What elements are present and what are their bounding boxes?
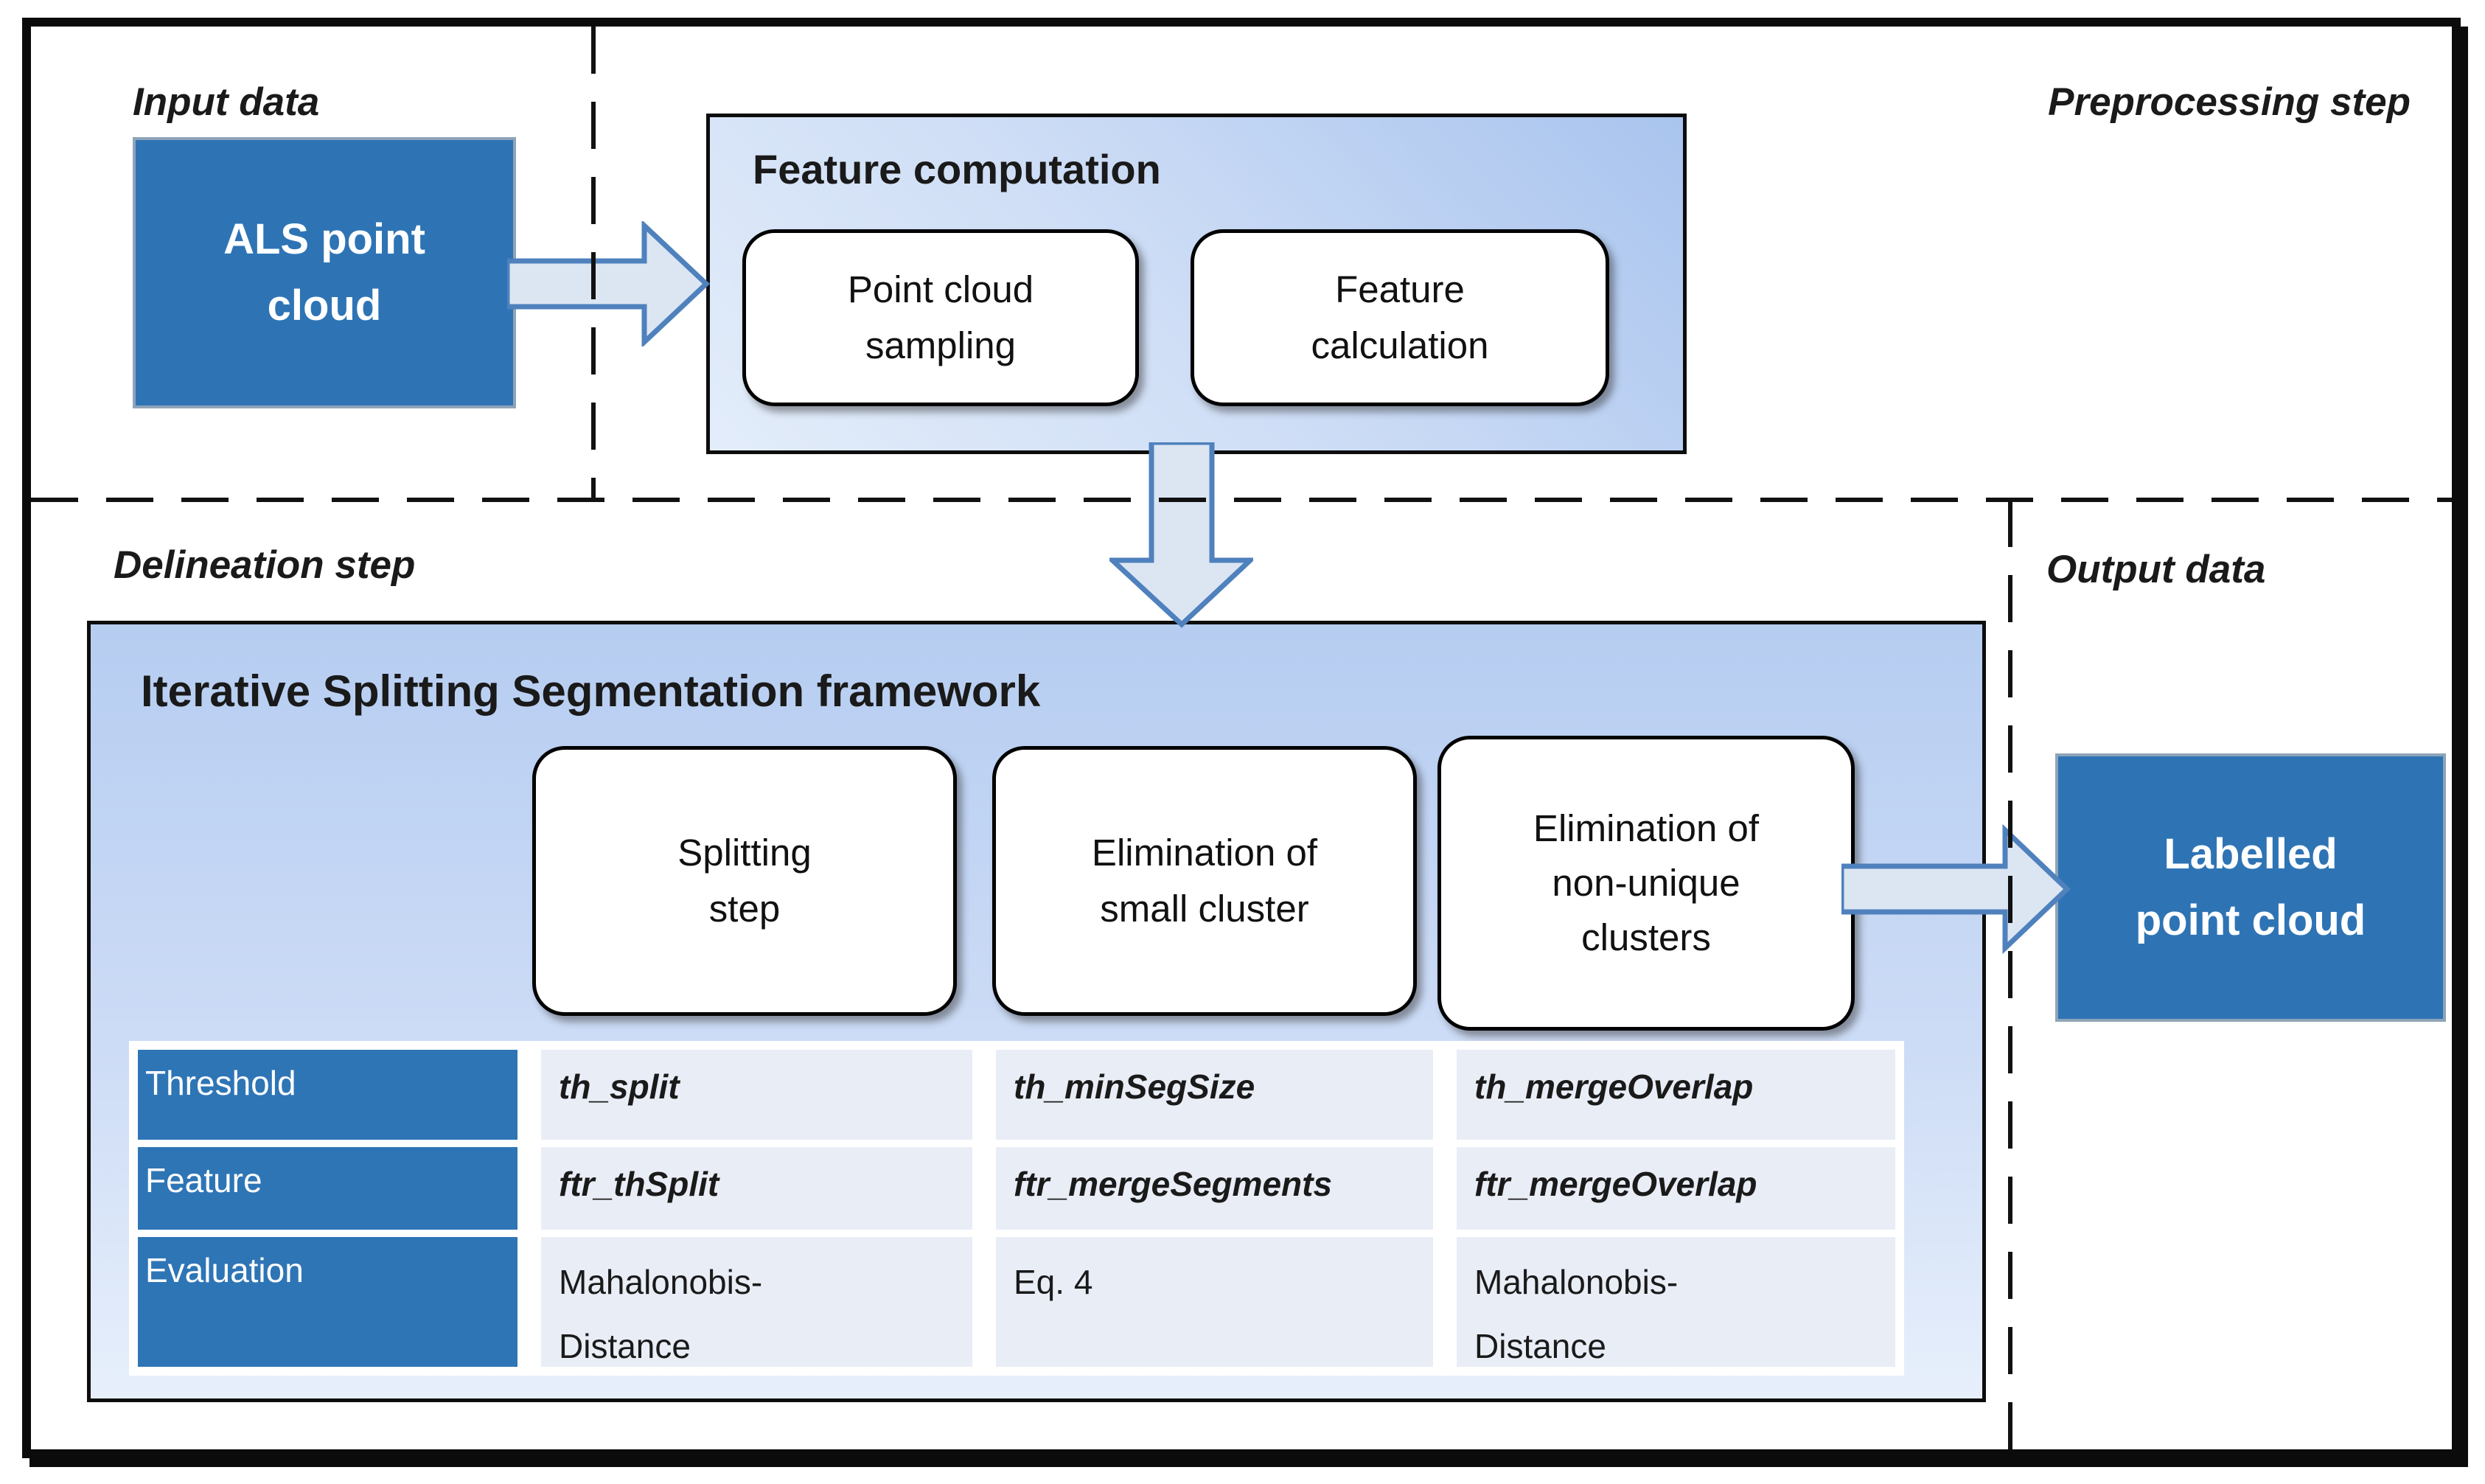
table-cell-evaluation-eq4: Eq. 4	[996, 1237, 1433, 1367]
table-cell-evaluation-mahalonobis-2: Mahalonobis- Distance	[1457, 1237, 1895, 1367]
table-row-label-feature: Feature	[138, 1147, 517, 1230]
feature-computation-title: Feature computation	[753, 146, 1161, 192]
labelled-point-cloud-node: Labelled point cloud	[2055, 753, 2446, 1022]
delineation-step-label: Delineation step	[114, 543, 416, 587]
als-point-cloud-node: ALS point cloud	[133, 137, 516, 408]
outer-frame	[22, 18, 2461, 1458]
table-cell-threshold-minsegsize: th_minSegSize	[996, 1050, 1433, 1140]
step-splitting: Splitting step	[532, 746, 957, 1016]
table-row-label-threshold: Threshold	[138, 1050, 517, 1140]
table-cell-evaluation-mahalonobis-1: Mahalonobis- Distance	[541, 1237, 972, 1367]
step-feature-calculation: Feature calculation	[1191, 229, 1609, 406]
preprocessing-step-label: Preprocessing step	[2048, 80, 2411, 124]
parameter-table: Threshold th_split th_minSegSize th_merg…	[129, 1041, 1904, 1376]
step-elimination-small-cluster: Elimination of small cluster	[992, 746, 1417, 1016]
table-row-label-evaluation: Evaluation	[138, 1237, 517, 1367]
output-data-label: Output data	[2046, 548, 2266, 591]
arrow-right-als-to-feature-icon	[507, 221, 711, 346]
table-cell-threshold-mergeoverlap: th_mergeOverlap	[1457, 1050, 1895, 1140]
table-cell-feature-mergeoverlap: ftr_mergeOverlap	[1457, 1147, 1895, 1230]
table-cell-feature-mergesegments: ftr_mergeSegments	[996, 1147, 1433, 1230]
step-point-cloud-sampling: Point cloud sampling	[742, 229, 1139, 406]
table-cell-threshold-split: th_split	[541, 1050, 972, 1140]
table-cell-feature-thsplit: ftr_thSplit	[541, 1147, 972, 1230]
segmentation-framework-panel: Iterative Splitting Segmentation framewo…	[87, 621, 1986, 1402]
input-data-label: Input data	[133, 80, 320, 124]
feature-computation-panel: Feature computation Point cloud sampling…	[706, 114, 1687, 454]
arrow-right-framework-to-labelled-icon	[1841, 824, 2071, 954]
framework-title: Iterative Splitting Segmentation framewo…	[141, 666, 1041, 716]
arrow-down-feature-to-framework-icon	[1109, 442, 1253, 628]
step-elimination-non-unique: Elimination of non-unique clusters	[1437, 736, 1855, 1031]
